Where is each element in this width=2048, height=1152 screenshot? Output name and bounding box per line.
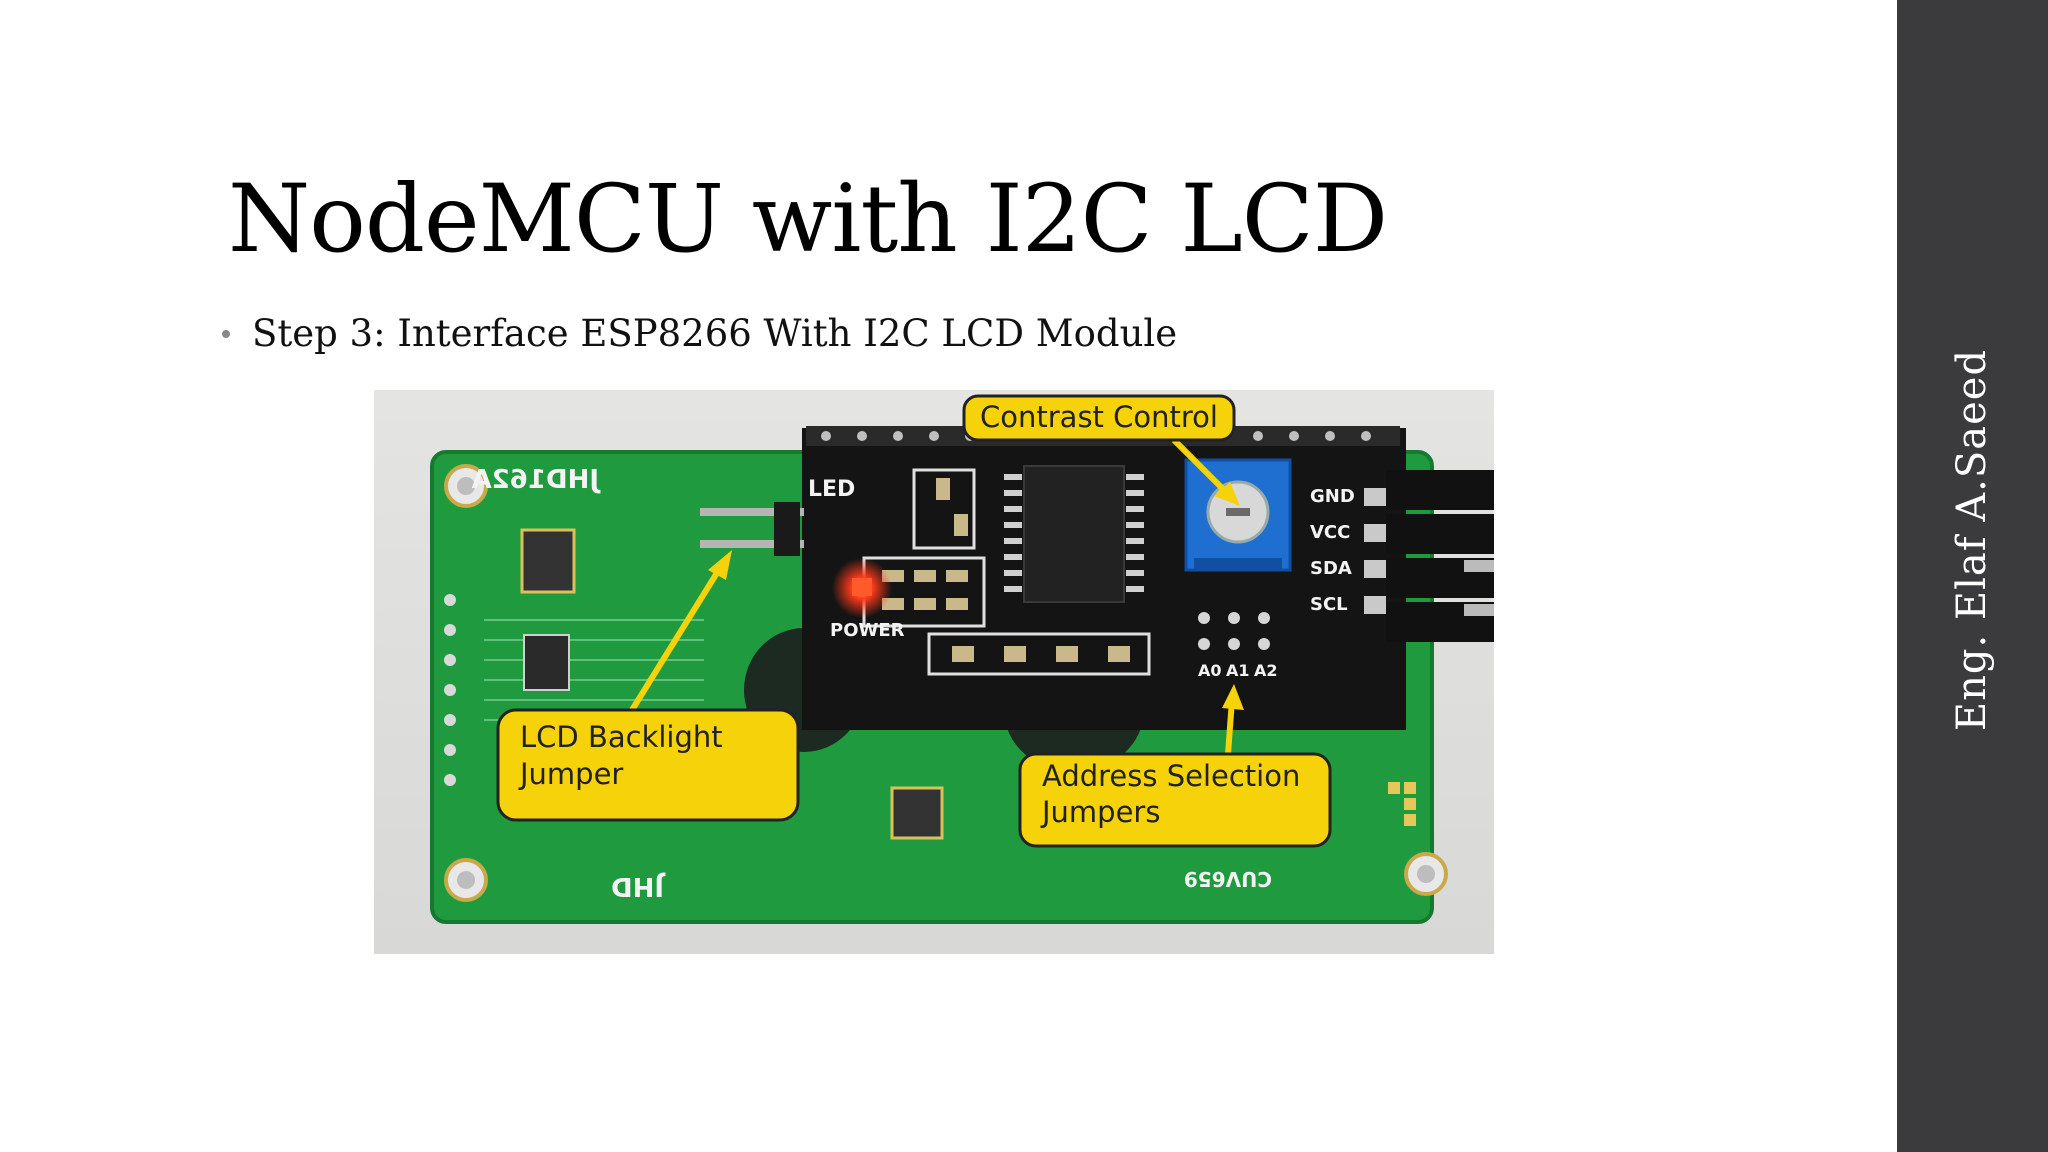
author-name: Eng. Elaf A.Saeed [1949,348,1995,732]
power-label: POWER [830,620,905,641]
pcb-brand-label: JHD [611,871,666,901]
scl-label: SCL [1310,594,1348,615]
callout-contrast-control: Contrast Control [962,394,1240,506]
vcc-label: VCC [1310,522,1350,543]
a0-label: A0 [1198,661,1222,680]
callout-backlight-jumper: LCD Backlight Jumper [496,550,800,822]
bullet-item: Step 3: Interface ESP8266 With I2C LCD M… [222,312,1177,356]
slide-title: NodeMCU with I2C LCD [228,165,1388,274]
lcd-module-photo: JHD162A JHD CUV659 [374,390,1494,954]
pcb-part-label: CUV659 [1184,867,1272,891]
bullet-list: Step 3: Interface ESP8266 With I2C LCD M… [222,312,1177,356]
jumper-wire-connector [1386,470,1494,642]
callout-address-text-2: Jumpers [1040,795,1160,829]
bullet-icon [222,330,230,339]
pcb-model-label: JHD162A [472,465,601,495]
i2c-backpack-board: LED POWER A0 A1 A2 GND [700,426,1406,730]
a2-label: A2 [1254,661,1278,680]
callout-address-text-1: Address Selection [1042,759,1300,793]
sidebar-panel [1897,0,2048,1152]
led-label: LED [808,477,855,502]
callout-address-jumpers: Address Selection Jumpers [1018,684,1332,848]
callout-contrast-text: Contrast Control [980,400,1218,434]
bullet-text: Step 3: Interface ESP8266 With I2C LCD M… [252,312,1178,355]
sda-label: SDA [1310,558,1352,579]
contrast-potentiometer [1184,458,1292,572]
gnd-label: GND [1310,486,1355,507]
a1-label: A1 [1226,661,1250,680]
callout-backlight-text-1: LCD Backlight [520,720,723,754]
callout-backlight-text-2: Jumper [518,757,623,791]
